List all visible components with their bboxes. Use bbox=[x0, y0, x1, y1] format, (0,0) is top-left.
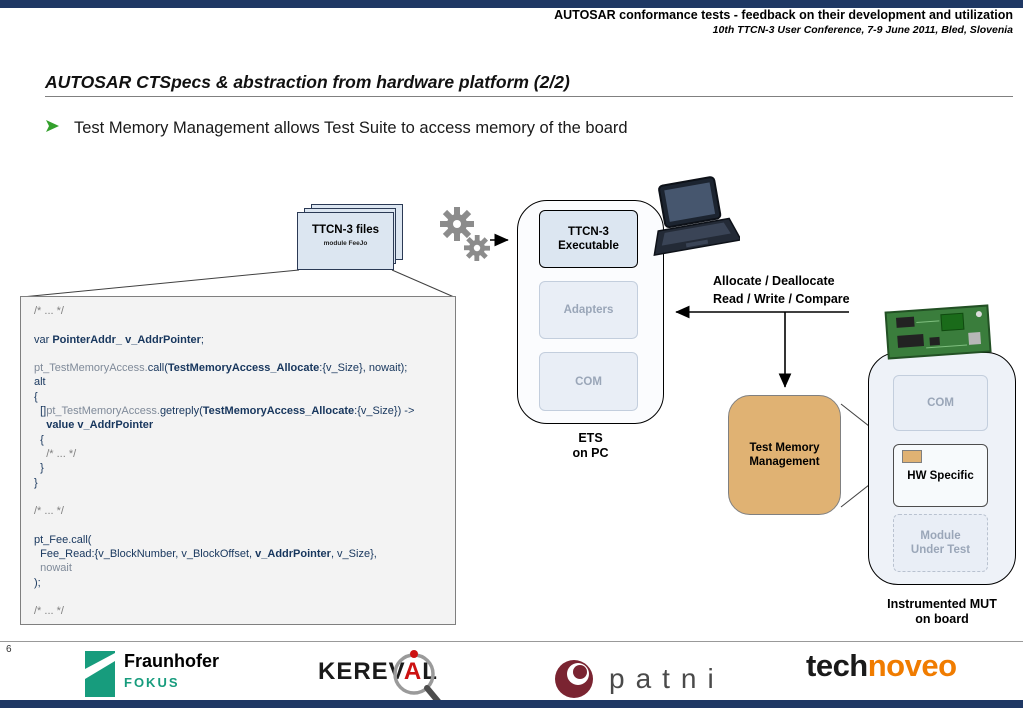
code-line: /* ... */ bbox=[34, 447, 77, 460]
code-line bbox=[34, 590, 445, 604]
magnifier-icon bbox=[393, 650, 445, 708]
code-line: } bbox=[34, 462, 44, 475]
patni-text: patni bbox=[609, 663, 725, 694]
test-memory-management-box: Test Memory Management bbox=[728, 395, 841, 515]
code-line: /* ... */ bbox=[34, 605, 64, 618]
ets-caption: ETS on PC bbox=[572, 431, 609, 460]
footer-divider bbox=[0, 641, 1023, 642]
bullet-arrow-icon bbox=[45, 119, 60, 138]
code-line: pt_Fee.call( bbox=[34, 533, 92, 546]
memory-ops-label: Allocate / Deallocate Read / Write / Com… bbox=[713, 272, 850, 308]
hw-specific-label: HW Specific bbox=[907, 469, 974, 482]
code-line: } bbox=[34, 476, 38, 489]
page-number: 6 bbox=[6, 644, 12, 655]
bullet-item: Test Memory Management allows Test Suite… bbox=[45, 119, 628, 138]
kereval-text-1: KEREV bbox=[318, 658, 404, 685]
ttcn3-executable-box: TTCN-3 Executable bbox=[539, 210, 638, 268]
memory-chip-icon bbox=[902, 450, 922, 463]
fraunhofer-mark-icon bbox=[85, 651, 115, 697]
code-line: []pt_TestMemoryAccess.getreply(TestMemor… bbox=[34, 405, 415, 418]
module-under-test-box: Module Under Test bbox=[893, 514, 988, 572]
header-title: AUTOSAR conformance tests - feedback on … bbox=[554, 8, 1013, 22]
bullet-text: Test Memory Management allows Test Suite… bbox=[74, 119, 628, 137]
page-title: AUTOSAR CTSpecs & abstraction from hardw… bbox=[45, 72, 570, 92]
com-box-ets: COM bbox=[539, 352, 638, 411]
gear-icon bbox=[440, 207, 490, 261]
top-accent-bar bbox=[0, 0, 1023, 8]
fraunhofer-logo: Fraunhofer FOKUS bbox=[85, 651, 219, 697]
bottom-accent-bar bbox=[0, 700, 1023, 708]
code-line bbox=[34, 347, 445, 361]
circuit-board-icon bbox=[884, 304, 992, 360]
code-line: { bbox=[34, 433, 44, 446]
technoveo-text-2: noveo bbox=[867, 648, 957, 683]
callout-line-left bbox=[21, 269, 300, 298]
kereval-text-a: A bbox=[403, 658, 423, 685]
fraunhofer-sub: FOKUS bbox=[124, 675, 180, 690]
code-line: /* ... */ bbox=[34, 505, 64, 518]
header: AUTOSAR conformance tests - feedback on … bbox=[554, 8, 1013, 36]
laptop-icon bbox=[653, 176, 740, 256]
code-block: /* ... */ var PointerAddr_ v_AddrPointer… bbox=[20, 296, 456, 625]
title-underline bbox=[45, 96, 1013, 97]
ttcn3-files-label: TTCN-3 files bbox=[311, 224, 380, 236]
callout-line-right bbox=[391, 269, 455, 298]
code-line: { bbox=[34, 390, 38, 403]
ttcn3-files-module: module FeeJo bbox=[323, 240, 368, 247]
code-line: value v_AddrPointer bbox=[46, 419, 154, 432]
code-line: nowait bbox=[34, 562, 72, 575]
memory-ops-line2: Read / Write / Compare bbox=[713, 292, 850, 306]
technoveo-text-1: tech bbox=[806, 648, 868, 683]
code-line: Fee_Read:{v_BlockNumber, v_BlockOffset, … bbox=[34, 548, 377, 561]
patni-logo: patni bbox=[553, 658, 725, 700]
code-line bbox=[34, 318, 445, 332]
mut-caption: Instrumented MUT on board bbox=[887, 597, 997, 626]
code-line: ); bbox=[34, 576, 41, 589]
code-line: pt_TestMemoryAccess.call(TestMemoryAcces… bbox=[34, 362, 408, 375]
patni-mark-icon bbox=[555, 660, 593, 698]
code-line bbox=[34, 490, 445, 504]
adapters-box: Adapters bbox=[539, 281, 638, 339]
fraunhofer-name: Fraunhofer bbox=[124, 651, 220, 671]
code-line: alt bbox=[34, 376, 46, 389]
code-line: /* ... */ bbox=[34, 305, 64, 317]
header-subtitle: 10th TTCN-3 User Conference, 7-9 June 20… bbox=[712, 24, 1013, 36]
com-box-mut: COM bbox=[893, 375, 988, 431]
code-line: var PointerAddr_ v_AddrPointer; bbox=[34, 333, 204, 346]
kereval-logo: KEREVAL bbox=[318, 650, 445, 708]
technoveo-logo: technoveo bbox=[806, 648, 957, 684]
code-line bbox=[34, 518, 445, 532]
memory-ops-line1: Allocate / Deallocate bbox=[713, 274, 835, 288]
hw-specific-box: HW Specific bbox=[893, 444, 988, 507]
ttcn3-files-icon: TTCN-3 files module FeeJo bbox=[297, 212, 394, 270]
fraunhofer-text: Fraunhofer FOKUS bbox=[124, 651, 219, 690]
